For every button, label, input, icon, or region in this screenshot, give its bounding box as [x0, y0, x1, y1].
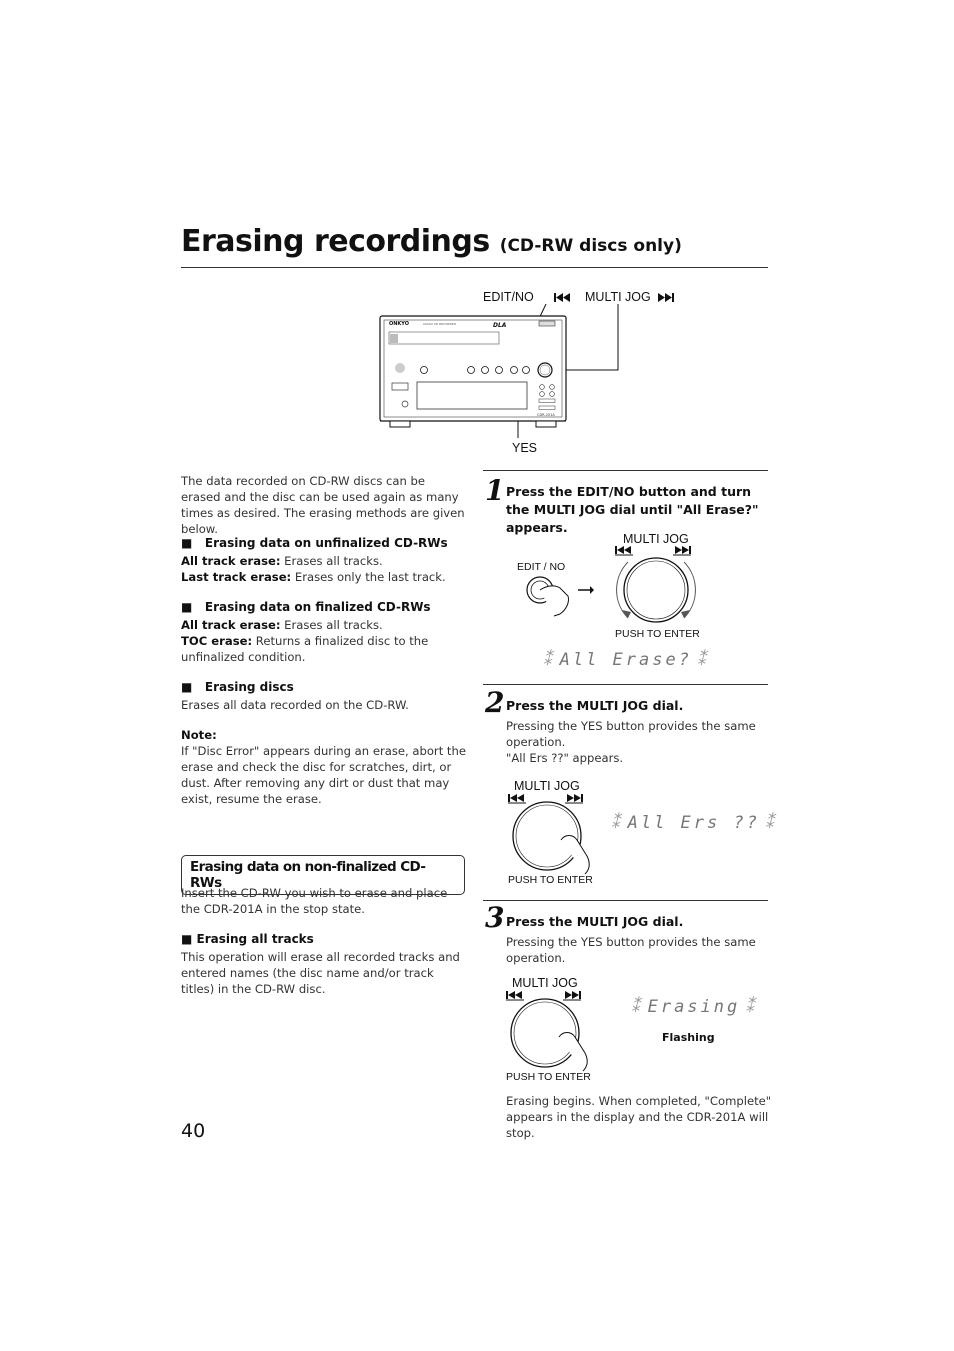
- section-heading-unfinalized: ■ Erasing data on unfinalized CD-RWs: [181, 536, 448, 550]
- section-heading-discs: ■ Erasing discs: [181, 680, 294, 694]
- step3-rule: [483, 900, 768, 901]
- step2-display: ⁑ All Ers ?? ⁑: [611, 813, 777, 833]
- skip-forward-icon: [673, 546, 691, 556]
- title-sub: (CD-RW discs only): [499, 236, 682, 256]
- intro-text: The data recorded on CD-RW discs can be …: [181, 474, 465, 536]
- step1-edit-no-label: EDIT / NO: [517, 561, 566, 573]
- step2-multi-jog-label: MULTI JOG: [514, 779, 580, 793]
- nonfinalized-heading-box: Erasing data on non-finalized CD-RWs: [181, 855, 465, 895]
- skip-back-icon: [506, 991, 524, 1001]
- step1-display: ⁑ All Erase? ⁑: [543, 650, 709, 670]
- blink-mark-icon: ⁑: [765, 813, 777, 833]
- step2-figure: [508, 794, 590, 875]
- finger-icon: [560, 835, 590, 875]
- section-body-unfinalized: All track erase: Erases all tracks. Last…: [181, 554, 446, 584]
- step1-multi-jog-label: MULTI JOG: [623, 532, 689, 546]
- label-yes: YES: [512, 441, 538, 455]
- flashing-caption: Flashing: [662, 1031, 715, 1044]
- section-heading-finalized: ■ Erasing data on finalized CD-RWs: [181, 600, 431, 614]
- square-bullet-icon: ■: [181, 680, 193, 694]
- section-body-discs: Erases all data recorded on the CD-RW.: [181, 698, 409, 712]
- section-body-finalized: All track erase: Erases all tracks. TOC …: [181, 618, 429, 664]
- step2-heading: Press the MULTI JOG dial.: [506, 698, 684, 713]
- square-bullet-icon: ■: [181, 932, 193, 946]
- step3-figure: [506, 991, 588, 1072]
- square-bullet-icon: ■: [181, 600, 193, 614]
- page-number: 40: [181, 1120, 206, 1142]
- skip-forward-icon: [563, 991, 581, 1001]
- step1-heading: Press the EDIT/NO button and turn the MU…: [506, 484, 759, 535]
- step2-text: Pressing the YES button provides the sam…: [506, 719, 756, 749]
- page-title: Erasing recordings (CD-RW discs only): [181, 224, 682, 259]
- step2-text2: "All Ers ??" appears.: [506, 751, 624, 765]
- multi-jog-dial-icon: [510, 998, 580, 1068]
- note-label: Note:: [181, 728, 217, 742]
- step2-push-label: PUSH TO ENTER: [508, 874, 593, 886]
- nonfinalized-heading: Erasing data on non-finalized CD-RWs: [190, 859, 426, 891]
- step1-figure: [526, 546, 696, 623]
- step2-rule: [483, 684, 768, 685]
- device-front-panel: ONKYO AUDIO CD RECORDER DLA CDR-201A: [379, 293, 674, 438]
- svg-text:AUDIO CD RECORDER: AUDIO CD RECORDER: [423, 322, 456, 326]
- skip-back-icon: [554, 293, 570, 302]
- blink-mark-icon: ⁑: [697, 650, 709, 670]
- step3-after-text: Erasing begins. When completed, "Complet…: [506, 1094, 772, 1140]
- label-edit-no: EDIT/NO: [483, 290, 534, 304]
- erasing-all-tracks-heading: ■ Erasing all tracks: [181, 932, 314, 946]
- skip-back-icon: [508, 794, 526, 804]
- step1-push-label: PUSH TO ENTER: [615, 628, 700, 640]
- step3-display: ⁑ Erasing ⁑: [631, 997, 757, 1017]
- step3-number: 3: [485, 901, 505, 934]
- finger-icon: [539, 585, 569, 617]
- step3-push-label: PUSH TO ENTER: [506, 1071, 591, 1083]
- step1-rule: [483, 470, 768, 471]
- rotate-left-icon: [616, 561, 629, 619]
- skip-forward-icon: [658, 293, 674, 302]
- finger-icon: [558, 1032, 588, 1072]
- model-text: CDR-201A: [537, 413, 555, 417]
- nonfinalized-text: Insert the CD-RW you wish to erase and p…: [181, 886, 448, 916]
- step1-number: 1: [485, 474, 505, 507]
- step3-display-text: Erasing: [647, 997, 741, 1017]
- step2-display-text: All Ers ??: [627, 813, 760, 833]
- blink-mark-icon: ⁑: [543, 650, 555, 670]
- blink-mark-icon: ⁑: [631, 997, 643, 1017]
- blink-mark-icon: ⁑: [745, 997, 757, 1017]
- step1-display-text: All Erase?: [559, 650, 692, 670]
- step3-heading: Press the MULTI JOG dial.: [506, 914, 684, 929]
- title-main: Erasing recordings: [181, 224, 490, 259]
- step3-multi-jog-label: MULTI JOG: [512, 976, 578, 990]
- svg-text:DLA: DLA: [493, 322, 507, 329]
- multi-jog-dial-icon: [623, 557, 689, 623]
- step2-number: 2: [485, 686, 505, 719]
- title-rule: [181, 267, 768, 268]
- multi-jog-dial-icon: [512, 801, 582, 871]
- step3-text: Pressing the YES button provides the sam…: [506, 935, 756, 965]
- brand-text: ONKYO: [389, 321, 409, 327]
- square-bullet-icon: ■: [181, 536, 193, 550]
- label-multi-jog: MULTI JOG: [585, 290, 651, 304]
- rotate-right-icon: [683, 561, 696, 619]
- note-text: If "Disc Error" appears during an erase,…: [181, 744, 466, 806]
- skip-back-icon: [615, 546, 633, 556]
- skip-forward-icon: [565, 794, 583, 804]
- blink-mark-icon: ⁑: [611, 813, 623, 833]
- erasing-all-tracks-text: This operation will erase all recorded t…: [181, 950, 460, 996]
